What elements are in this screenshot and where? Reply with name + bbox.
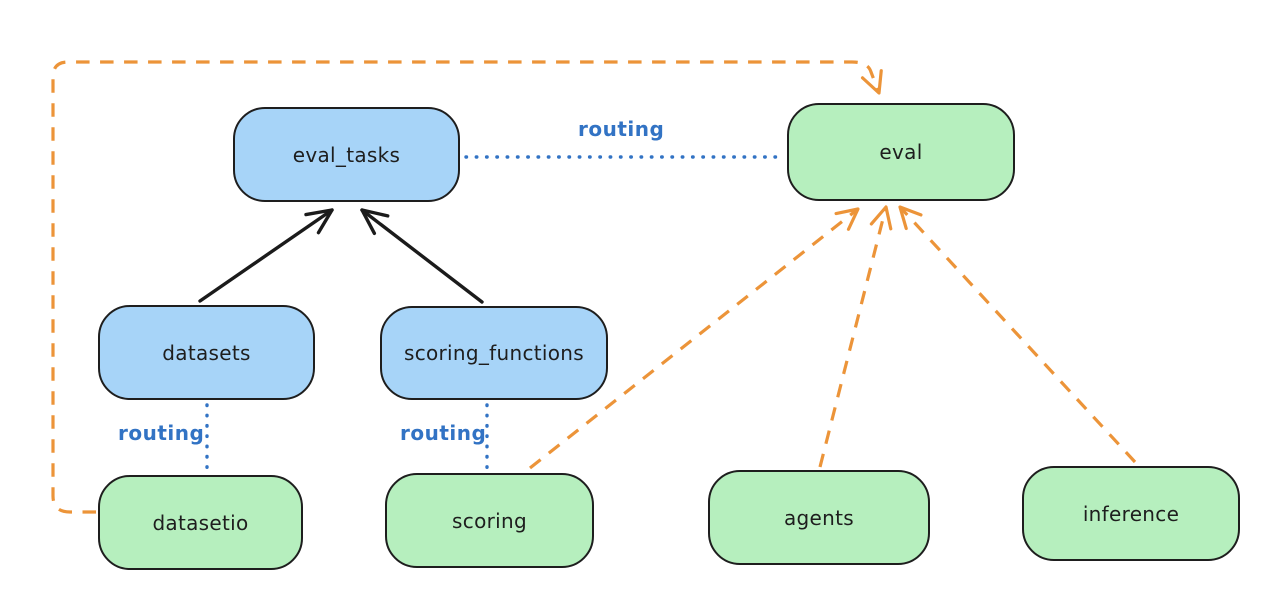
node-eval-label: eval [879, 140, 923, 164]
node-scoring-label: scoring [452, 508, 527, 533]
edge-inference-to-eval [898, 205, 1137, 464]
edge-scoring-functions-to-eval-tasks [360, 208, 484, 304]
node-inference: inference [1022, 466, 1240, 561]
edge-label-routing-scoring-functions-scoring: routing [400, 421, 487, 445]
node-agents: agents [708, 470, 930, 565]
node-datasetio-label: datasetio [152, 510, 249, 535]
node-eval-tasks: eval_tasks [233, 107, 460, 202]
node-datasets: datasets [98, 305, 315, 400]
edge-label-routing-eval-tasks-eval: routing [578, 117, 665, 141]
edge-label-routing-datasets-datasetio: routing [118, 421, 205, 445]
node-eval: eval [787, 103, 1015, 201]
node-scoring: scoring [385, 473, 594, 568]
node-scoring-functions-label: scoring_functions [403, 341, 585, 365]
node-datasetio: datasetio [98, 475, 303, 570]
node-eval-tasks-label: eval_tasks [292, 142, 401, 167]
node-datasets-label: datasets [162, 340, 251, 365]
edge-agents-to-eval [818, 205, 893, 468]
node-scoring-functions: scoring_functions [380, 306, 608, 400]
node-agents-label: agents [784, 505, 854, 530]
node-inference-label: inference [1082, 501, 1180, 526]
edge-datasets-to-eval-tasks [198, 208, 334, 303]
